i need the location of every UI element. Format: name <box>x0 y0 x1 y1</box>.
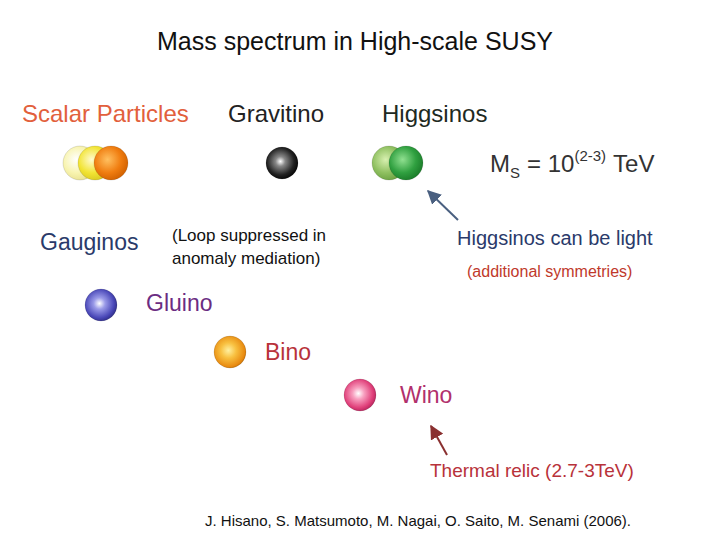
particle-sphere <box>85 289 117 321</box>
group-heading: Gauginos <box>40 229 138 257</box>
mass-symbol: M <box>490 150 510 177</box>
wino-node: Wino <box>344 379 376 411</box>
callout-text: Higgsinos can be light <box>457 226 653 250</box>
slide-title: Mass spectrum in High-scale SUSY <box>0 26 715 56</box>
note-text: (Loop suppressed in anomaly mediation) <box>172 225 350 271</box>
bino-node: Bino <box>214 336 246 368</box>
gluino-node: Gluino <box>85 289 117 321</box>
particle-circle <box>214 336 246 368</box>
gravitino-node: Gravitino <box>266 147 298 179</box>
callout-note: (additional symmetries) <box>467 262 632 281</box>
mass-exponent: (2-3) <box>574 147 606 164</box>
particle-label: Bino <box>265 339 311 367</box>
particle-circle <box>389 146 423 180</box>
particle-label: Higgsinos <box>382 100 487 129</box>
mass-subscript: S <box>510 164 520 181</box>
reference: J. Hisano, S. Matsumoto, M. Nagai, O. Sa… <box>205 512 631 530</box>
leader-arrow <box>428 191 458 220</box>
higgsinos-node: Higgsinos <box>372 146 423 180</box>
callout-text: Thermal relic (2.7-3TeV) <box>430 460 634 483</box>
particle-sphere <box>372 146 423 180</box>
particle-sphere <box>344 379 376 411</box>
particle-label: Wino <box>400 382 452 410</box>
particle-sphere <box>214 336 246 368</box>
mass-value: = 10 <box>527 150 574 177</box>
particle-label: Gluino <box>146 290 212 318</box>
particle-sphere <box>266 147 298 179</box>
scalar-particles-node: Scalar Particles <box>63 146 128 180</box>
particle-circle <box>94 146 128 180</box>
particle-label: Scalar Particles <box>22 100 189 129</box>
particle-circle <box>344 379 376 411</box>
particle-circle <box>266 147 298 179</box>
leader-arrow <box>431 426 447 455</box>
mass-scale: MS = 10(2-3) TeV <box>490 147 654 182</box>
particle-sphere <box>63 146 128 180</box>
particle-label: Gravitino <box>228 100 324 129</box>
particle-circle <box>85 289 117 321</box>
mass-unit: TeV <box>613 150 654 177</box>
